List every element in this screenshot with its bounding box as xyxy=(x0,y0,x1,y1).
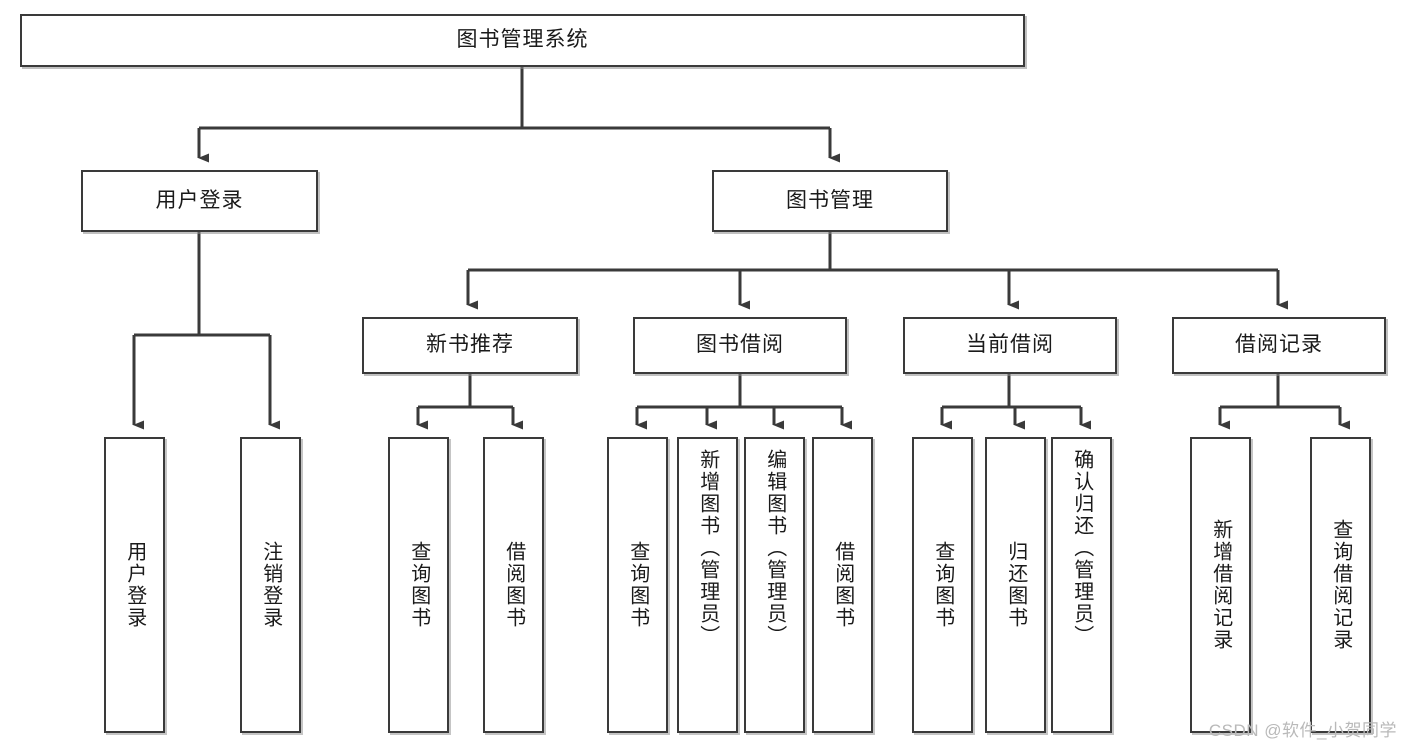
leaf-node[interactable]: 借阅图书 xyxy=(483,437,544,733)
node-user-login-label: 用户登录 xyxy=(155,188,244,212)
leaf-node[interactable]: 查询图书 xyxy=(912,437,973,733)
node-current-borrow-label: 当前借阅 xyxy=(966,333,1054,357)
leaf-node-label: 新增借阅记录 xyxy=(1209,519,1232,651)
leaf-node[interactable]: 注销登录 xyxy=(240,437,301,733)
node-borrow-record-label: 借阅记录 xyxy=(1235,333,1323,357)
leaf-node[interactable]: 新增借阅记录 xyxy=(1190,437,1251,733)
leaf-node-label: 借阅图书 xyxy=(502,541,525,629)
node-book-borrow-label: 图书借阅 xyxy=(696,333,784,357)
node-current-borrow[interactable]: 当前借阅 xyxy=(903,317,1117,374)
node-book-borrow[interactable]: 图书借阅 xyxy=(633,317,847,374)
node-user-login[interactable]: 用户登录 xyxy=(81,170,318,232)
node-new-book-recommend-label: 新书推荐 xyxy=(426,333,514,357)
node-book-management[interactable]: 图书管理 xyxy=(712,170,948,232)
node-borrow-record[interactable]: 借阅记录 xyxy=(1172,317,1386,374)
leaf-node-label: 新增图书（管理员） xyxy=(696,449,719,647)
leaf-node-label: 注销登录 xyxy=(259,541,282,629)
leaf-node[interactable]: 归还图书 xyxy=(985,437,1046,733)
leaf-node[interactable]: 查询图书 xyxy=(607,437,668,733)
leaf-node-label: 用户登录 xyxy=(123,541,146,629)
leaf-node[interactable]: 查询图书 xyxy=(388,437,449,733)
leaf-node-label: 归还图书 xyxy=(1004,541,1027,629)
leaf-node[interactable]: 用户登录 xyxy=(104,437,165,733)
leaf-node-label: 查询图书 xyxy=(626,541,649,629)
node-root-label: 图书管理系统 xyxy=(456,28,589,52)
leaf-node[interactable]: 确认归还（管理员） xyxy=(1051,437,1112,733)
leaf-node-label: 借阅图书 xyxy=(831,541,854,629)
leaf-node-label: 查询图书 xyxy=(931,541,954,629)
leaf-node[interactable]: 借阅图书 xyxy=(812,437,873,733)
leaf-node-label: 编辑图书（管理员） xyxy=(763,449,786,647)
node-root-system[interactable]: 图书管理系统 xyxy=(20,14,1025,67)
leaf-node[interactable]: 编辑图书（管理员） xyxy=(744,437,805,733)
leaf-node-label: 确认归还（管理员） xyxy=(1070,449,1093,647)
node-new-book-recommend[interactable]: 新书推荐 xyxy=(362,317,578,374)
leaf-node-label: 查询图书 xyxy=(407,541,430,629)
node-book-management-label: 图书管理 xyxy=(786,188,874,212)
leaf-node[interactable]: 查询借阅记录 xyxy=(1310,437,1371,733)
leaf-node[interactable]: 新增图书（管理员） xyxy=(677,437,738,733)
leaf-node-label: 查询借阅记录 xyxy=(1329,519,1352,651)
